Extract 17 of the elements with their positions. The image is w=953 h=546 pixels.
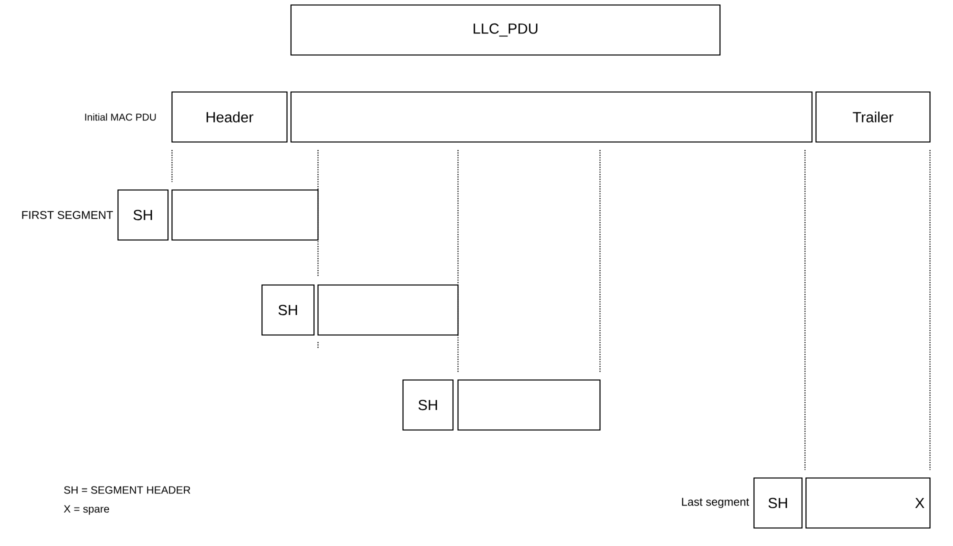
segment-box: X bbox=[805, 477, 931, 529]
segment-box: SH bbox=[402, 379, 454, 431]
side-label: Initial MAC PDU bbox=[85, 113, 156, 121]
legend-note: SH = SEGMENT HEADER bbox=[64, 486, 190, 494]
side-label: Last segment bbox=[682, 498, 750, 508]
legend-note: X = spare bbox=[64, 505, 110, 515]
side-label: FIRST SEGMENT bbox=[22, 211, 113, 219]
segment-box bbox=[171, 189, 319, 241]
segment-box: SH bbox=[117, 189, 169, 241]
pdu-box bbox=[290, 91, 813, 143]
pdu-box: LLC_PDU bbox=[290, 4, 721, 56]
pdu-box: Header bbox=[171, 91, 288, 143]
segment-box: SH bbox=[261, 284, 315, 336]
segment-box bbox=[317, 284, 459, 336]
segment-box bbox=[457, 379, 601, 431]
pdu-box: Trailer bbox=[815, 91, 931, 143]
segment-box: SH bbox=[753, 477, 803, 529]
